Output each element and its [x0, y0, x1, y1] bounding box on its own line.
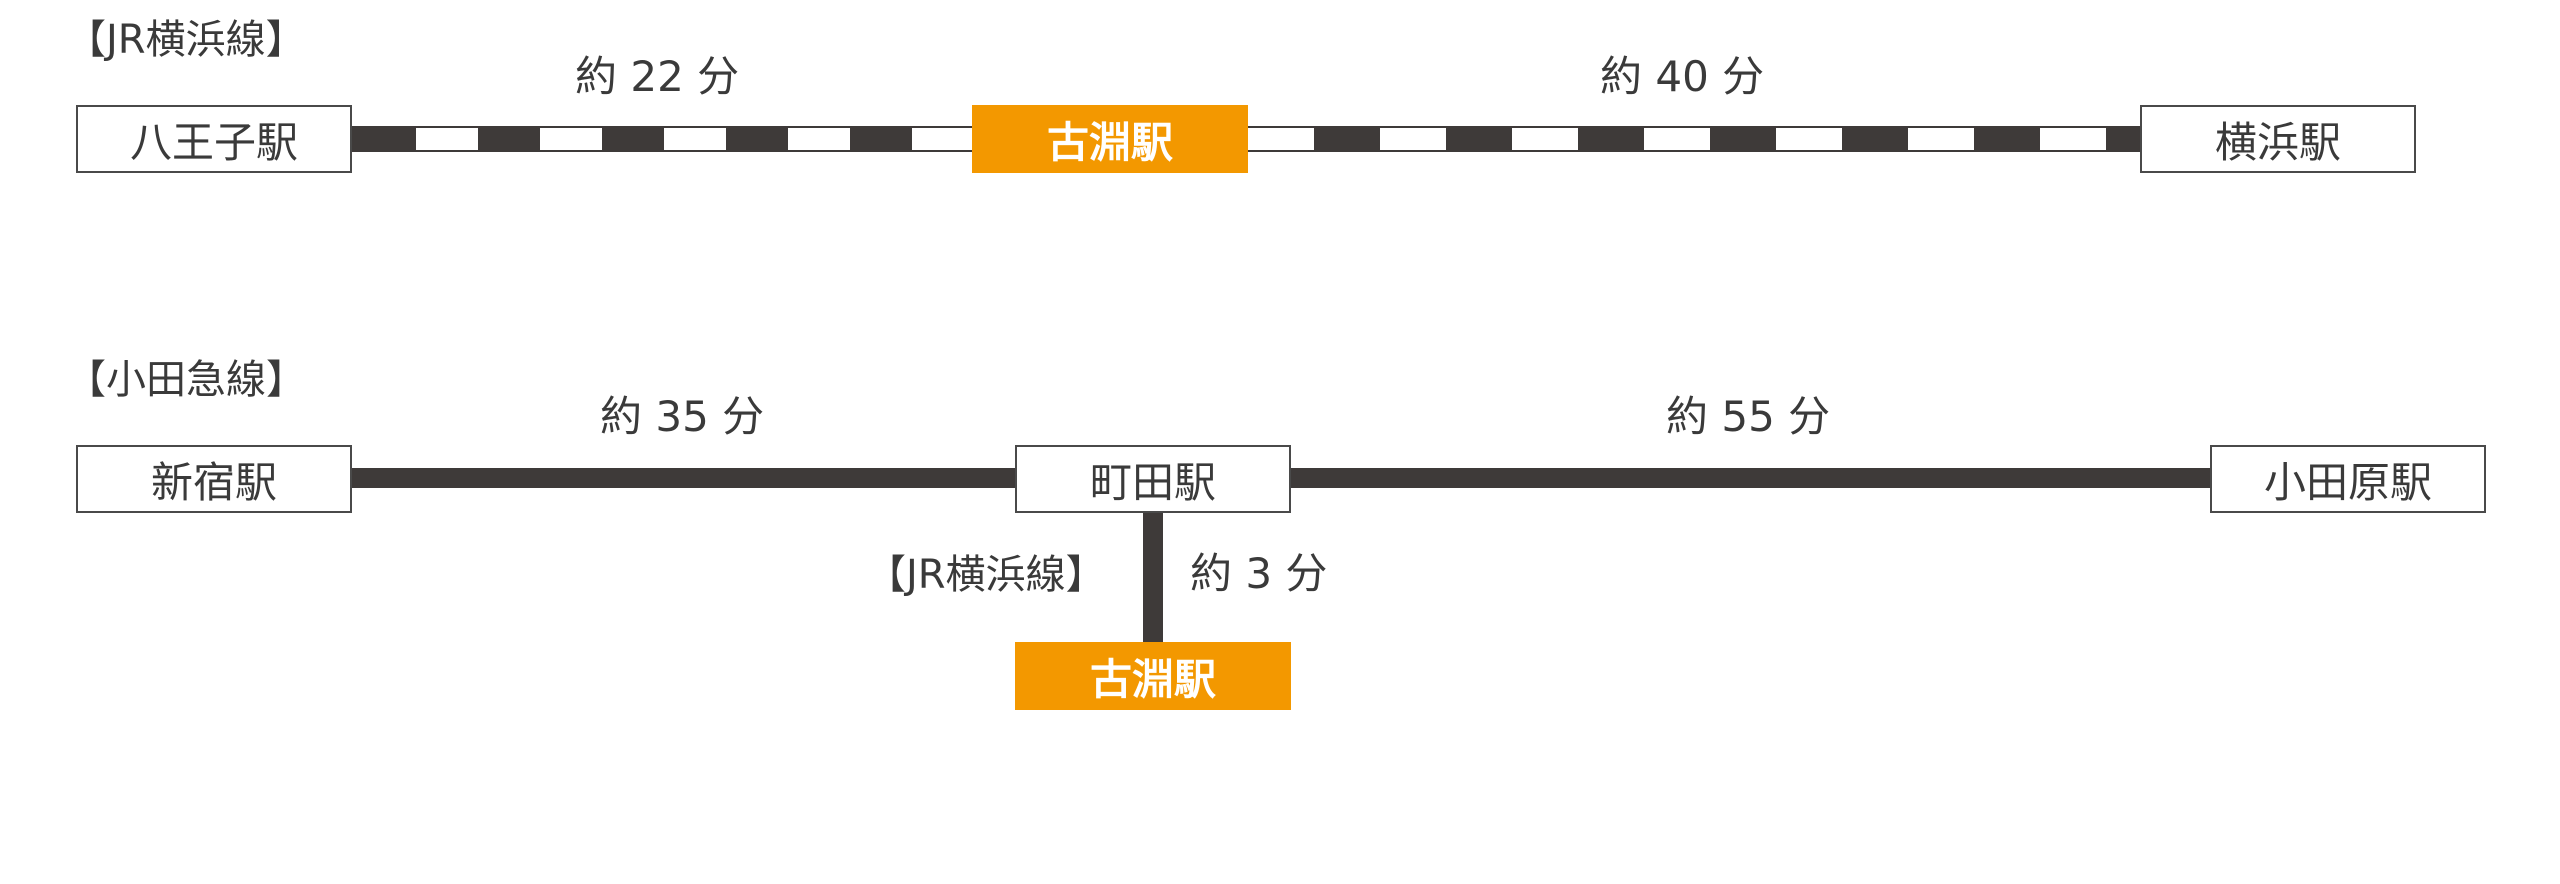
travel-time-shinjuku-machida: 約 35 分: [600, 392, 765, 441]
odakyu-track-left-segment: [352, 468, 1016, 488]
jr-branch-track: [1143, 512, 1163, 644]
station-shinjuku: 新宿駅: [76, 445, 352, 513]
station-hachioji: 八王子駅: [76, 105, 352, 173]
jr-yokohama-line-label: 【JR横浜線】: [66, 17, 306, 63]
odakyu-track-right-segment: [1290, 468, 2212, 488]
station-kobuchi-branch-highlight: 古淵駅: [1015, 642, 1291, 710]
travel-time-hachioji-kobuchi: 約 22 分: [575, 52, 740, 101]
station-odawara: 小田原駅: [2210, 445, 2486, 513]
travel-time-kobuchi-yokohama: 約 40 分: [1600, 52, 1765, 101]
station-kobuchi-highlight: 古淵駅: [972, 105, 1248, 173]
odakyu-line-label: 【小田急線】: [66, 357, 306, 403]
jr-track-left-segment: [352, 126, 974, 152]
travel-time-machida-kobuchi: 約 3 分: [1190, 549, 1328, 598]
station-yokohama: 横浜駅: [2140, 105, 2416, 173]
station-machida: 町田駅: [1015, 445, 1291, 513]
jr-track-right-segment: [1246, 126, 2142, 152]
travel-time-machida-odawara: 約 55 分: [1666, 392, 1831, 441]
jr-yokohama-branch-label: 【JR横浜線】: [866, 552, 1106, 598]
